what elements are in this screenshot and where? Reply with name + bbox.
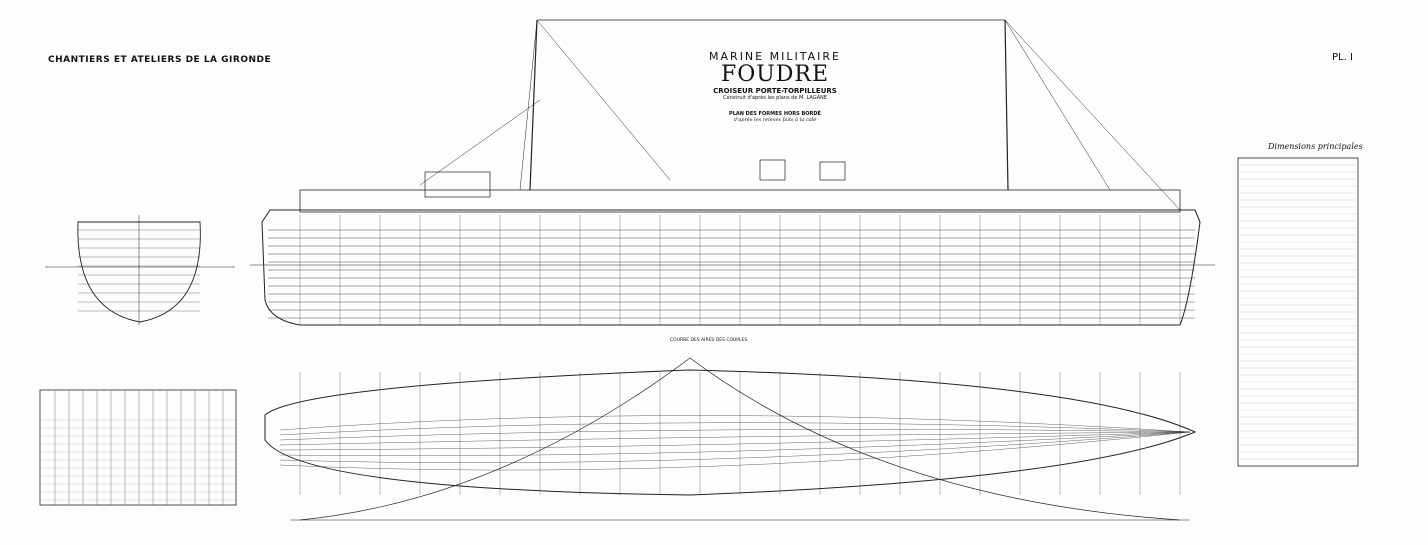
- plate-number: PL. I: [1332, 52, 1353, 63]
- rigging: [536, 19, 671, 181]
- waterline-curve: [279, 431, 1191, 451]
- superstructure: [299, 189, 1181, 213]
- ship-type: CROISEUR PORTE-TORPILLEURS: [713, 87, 837, 95]
- curve-title: COURBE DES AIRES DES COUPLES: [670, 338, 748, 343]
- waterline-curve: [279, 431, 1191, 463]
- funnel: [759, 159, 786, 181]
- title-line: MARINE MILITAIRE: [709, 50, 841, 63]
- mainmast: [1004, 19, 1009, 191]
- shipyard-label: CHANTIERS ET ATELIERS DE LA GIRONDE: [48, 55, 272, 65]
- waterline-curve: [279, 431, 1191, 471]
- waterline-curve: [279, 422, 1191, 436]
- area-curve: [299, 357, 1181, 521]
- title-block: MARINE MILITAIRE FOUDRE CROISEUR PORTE-T…: [690, 50, 860, 123]
- ship-name: FOUDRE: [720, 62, 830, 87]
- rigging: [419, 99, 541, 186]
- plan-note: d'après les relevés faits à la cale: [733, 117, 817, 123]
- waterline-curve: [279, 431, 1191, 456]
- rigging: [1004, 19, 1111, 191]
- dimensions-table: [1237, 157, 1359, 467]
- offsets-table: [39, 389, 237, 506]
- foremast: [529, 19, 538, 191]
- designer-note: Construit d'après les plans de M. LAGANE: [723, 95, 827, 101]
- waterline-curve: [279, 415, 1191, 433]
- waterline-curve: [279, 431, 1191, 446]
- funnel: [819, 161, 846, 181]
- rigging: [1004, 19, 1181, 211]
- half-breadth-plan: [264, 369, 1197, 496]
- body-plan: [77, 221, 201, 323]
- dimensions-title: Dimensions principales: [1268, 142, 1363, 151]
- plan-title: PLAN DES FORMES HORS BORDÉ: [729, 111, 821, 117]
- deckhouse: [424, 171, 491, 198]
- waterline-curve: [279, 429, 1191, 441]
- rigging: [519, 19, 538, 191]
- hull-profile: [261, 209, 1201, 326]
